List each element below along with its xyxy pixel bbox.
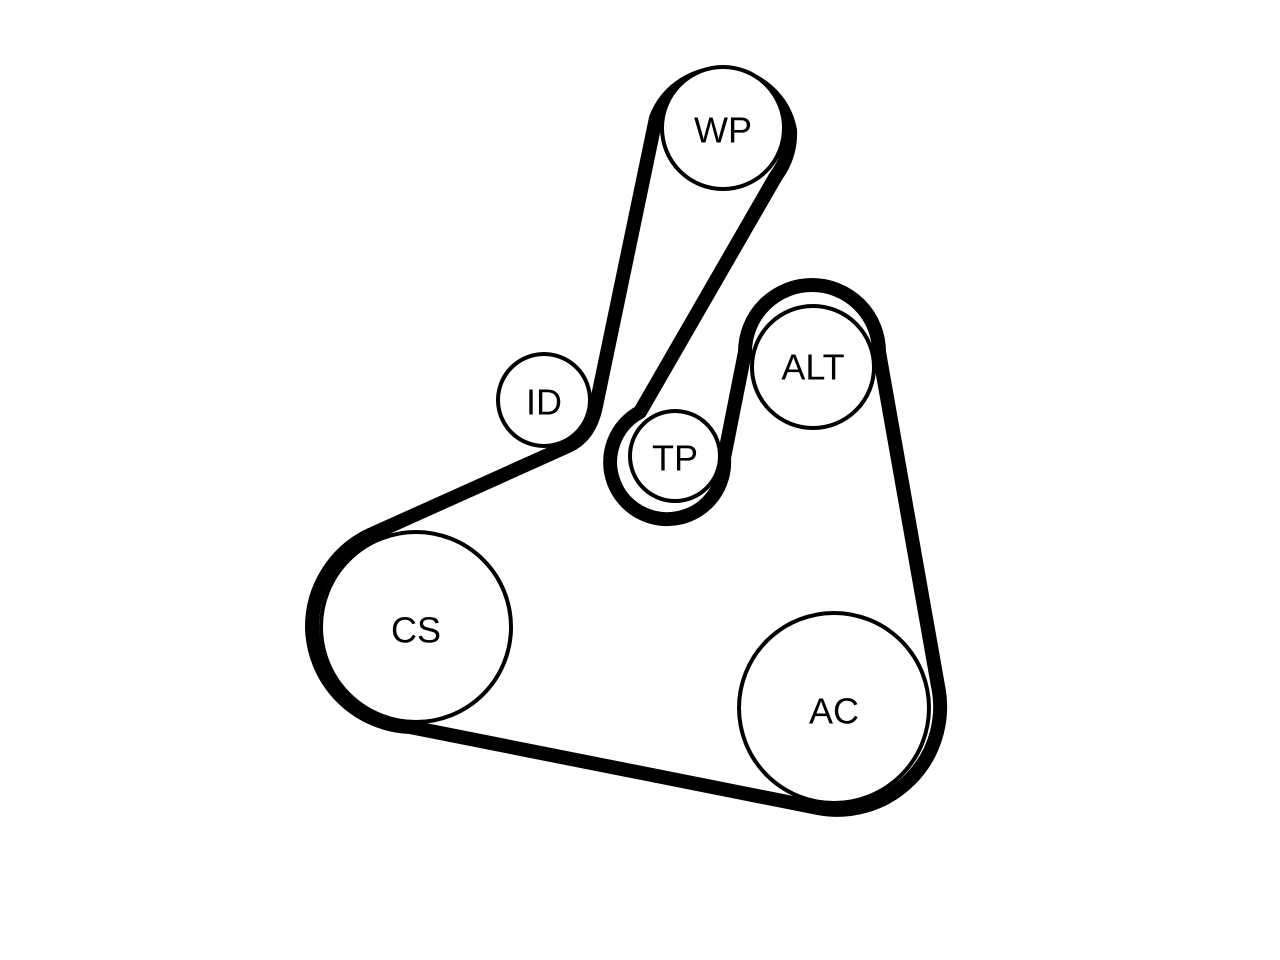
pulley-ac: AC: [737, 611, 931, 805]
pulley-label-wp: WP: [694, 110, 752, 151]
pulley-label-ac: AC: [809, 691, 859, 732]
pulley-tp: TP: [628, 409, 722, 503]
pulley-label-cs: CS: [391, 610, 441, 651]
pulley-label-alt: ALT: [781, 347, 844, 388]
pulley-label-tp: TP: [652, 438, 698, 479]
pulley-cs: CS: [319, 530, 513, 724]
pulley-wp: WP: [660, 65, 786, 191]
pulley-id: ID: [496, 352, 592, 448]
pulley-alt: ALT: [750, 304, 876, 430]
serpentine-belt: [304, 66, 948, 817]
pulley-label-id: ID: [526, 382, 562, 423]
